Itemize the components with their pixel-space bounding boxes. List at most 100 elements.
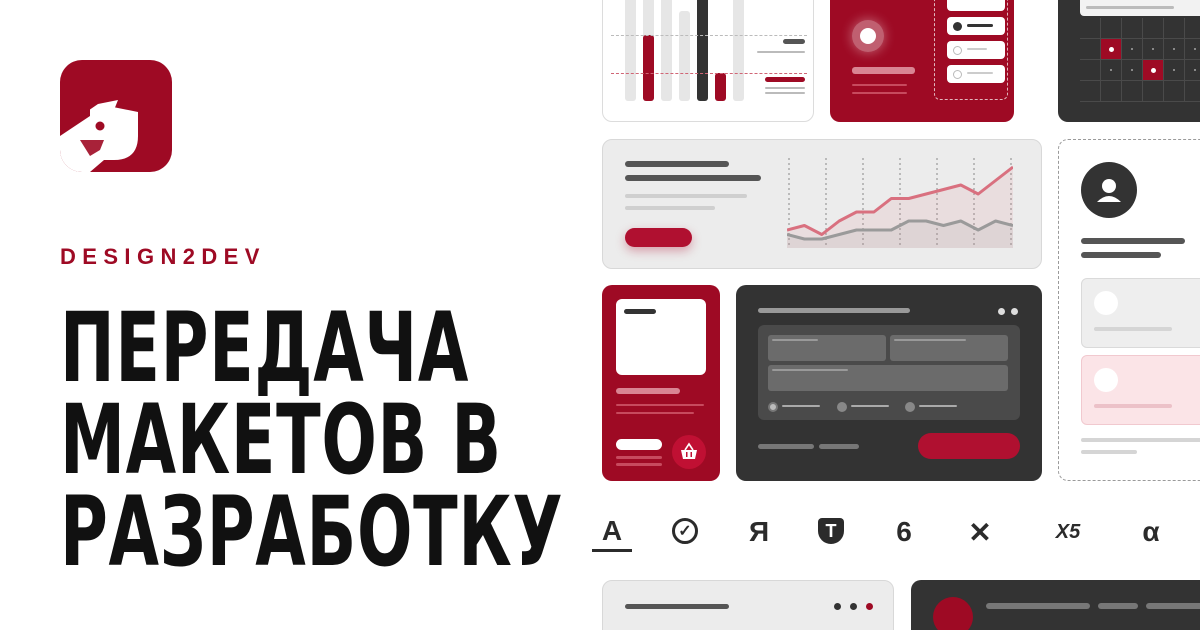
- line-chart-card: [602, 139, 1042, 269]
- label-placeholder: [765, 87, 805, 89]
- calendar-grid: [1080, 18, 1200, 102]
- label-placeholder: [967, 24, 993, 27]
- label-placeholder: [852, 84, 907, 86]
- text-placeholder: [616, 404, 704, 406]
- calendar-day[interactable]: [1080, 39, 1101, 60]
- calendar-day[interactable]: [1122, 18, 1143, 39]
- primary-button[interactable]: [625, 228, 692, 247]
- add-to-cart-button[interactable]: [672, 435, 706, 469]
- radio-empty-icon: [1094, 368, 1118, 392]
- profile-card: [1058, 139, 1200, 481]
- calendar-day[interactable]: [1101, 60, 1122, 81]
- submit-button[interactable]: [918, 433, 1020, 459]
- calendar-card: [1058, 0, 1200, 122]
- page-title: ПЕРЕДАЧА МАКЕТОВ В РАЗРАБОТКУ: [60, 292, 580, 580]
- option-tile[interactable]: [1081, 278, 1200, 348]
- radio-option[interactable]: [947, 41, 1005, 59]
- form-card: [736, 285, 1042, 481]
- calendar-day[interactable]: [1143, 81, 1164, 102]
- shield-t-icon: T: [818, 518, 844, 544]
- calendar-day[interactable]: [1185, 81, 1200, 102]
- bar-chart-track: [679, 11, 690, 101]
- dot-icon: [998, 308, 1005, 315]
- calendar-day[interactable]: [1080, 81, 1101, 102]
- calendar-day[interactable]: [1101, 81, 1122, 102]
- text-field[interactable]: [768, 365, 1008, 391]
- calendar-day[interactable]: [1101, 18, 1122, 39]
- radio-selected-icon[interactable]: [768, 402, 778, 412]
- radio-group: [934, 0, 1008, 100]
- calendar-day[interactable]: [1164, 60, 1185, 81]
- dot-icon: [834, 603, 841, 610]
- calendar-day[interactable]: [1143, 18, 1164, 39]
- radio-empty-icon[interactable]: [837, 402, 847, 412]
- a-underline-icon: A: [592, 512, 632, 552]
- label-placeholder: [782, 405, 820, 407]
- day-dot-icon: [1131, 48, 1133, 50]
- radio-option[interactable]: [947, 0, 1005, 11]
- label-placeholder: [894, 339, 966, 341]
- title-placeholder: [625, 175, 761, 181]
- price-placeholder: [616, 439, 662, 450]
- yandex-icon: Я: [748, 516, 770, 547]
- avatar[interactable]: [933, 597, 973, 630]
- text-placeholder: [616, 456, 662, 459]
- bar-chart-track: [625, 0, 636, 101]
- text-field[interactable]: [890, 335, 1008, 361]
- title-placeholder: [1081, 238, 1185, 244]
- calendar-day[interactable]: [1185, 18, 1200, 39]
- bar-chart-bar: [715, 73, 726, 101]
- bottom-card-dark: [911, 580, 1200, 630]
- calendar-day[interactable]: [1143, 60, 1164, 81]
- label-placeholder: [772, 369, 848, 371]
- radio-option[interactable]: [947, 65, 1005, 83]
- calendar-day[interactable]: [1164, 18, 1185, 39]
- day-dot-icon: [1194, 69, 1196, 71]
- day-dot-icon: [1173, 48, 1175, 50]
- calendar-day[interactable]: [1080, 60, 1101, 81]
- label-placeholder: [624, 309, 656, 314]
- text-field[interactable]: [768, 335, 886, 361]
- text-placeholder: [1081, 438, 1200, 442]
- text-placeholder: [625, 194, 747, 198]
- calendar-day[interactable]: [1164, 39, 1185, 60]
- label-placeholder: [757, 51, 805, 53]
- flame-icon: 6: [896, 516, 912, 547]
- alpha-icon: α: [1142, 516, 1160, 547]
- calendar-day[interactable]: [1101, 39, 1122, 60]
- avatar[interactable]: [1081, 162, 1137, 218]
- label-placeholder: [765, 77, 805, 82]
- radio-empty-icon: [953, 70, 962, 79]
- running-man-icon: ✕: [968, 516, 992, 548]
- radio-option[interactable]: [947, 17, 1005, 35]
- calendar-header: [1080, 0, 1200, 16]
- brand-logo: [60, 60, 172, 172]
- bar-chart-track: [661, 0, 672, 101]
- label-placeholder: [772, 339, 818, 341]
- calendar-day[interactable]: [1122, 39, 1143, 60]
- calendar-day[interactable]: [1185, 39, 1200, 60]
- calendar-day[interactable]: [1143, 39, 1164, 60]
- calendar-day[interactable]: [1122, 60, 1143, 81]
- option-tile[interactable]: [1081, 355, 1200, 425]
- title-placeholder: [758, 308, 910, 313]
- brand-name: DESIGN2DEV: [60, 244, 266, 269]
- headline-line: ПЕРЕДАЧА: [60, 292, 470, 404]
- label-placeholder: [1086, 6, 1174, 9]
- text-placeholder: [616, 463, 662, 466]
- day-marker-icon: [1109, 47, 1114, 52]
- text-placeholder: [1094, 404, 1172, 408]
- radio-empty-icon[interactable]: [905, 402, 915, 412]
- line-chart: [787, 158, 1013, 248]
- calendar-day[interactable]: [1080, 18, 1101, 39]
- chart-series-line: [787, 219, 1013, 241]
- text-placeholder: [625, 206, 715, 210]
- product-card: [602, 285, 720, 481]
- calendar-day[interactable]: [1185, 60, 1200, 81]
- radio-selected-icon[interactable]: [860, 28, 876, 44]
- day-dot-icon: [1131, 69, 1133, 71]
- calendar-day[interactable]: [1122, 81, 1143, 102]
- calendar-day[interactable]: [1164, 81, 1185, 102]
- check-circle-icon: ✓: [672, 518, 698, 544]
- label-placeholder: [967, 48, 987, 50]
